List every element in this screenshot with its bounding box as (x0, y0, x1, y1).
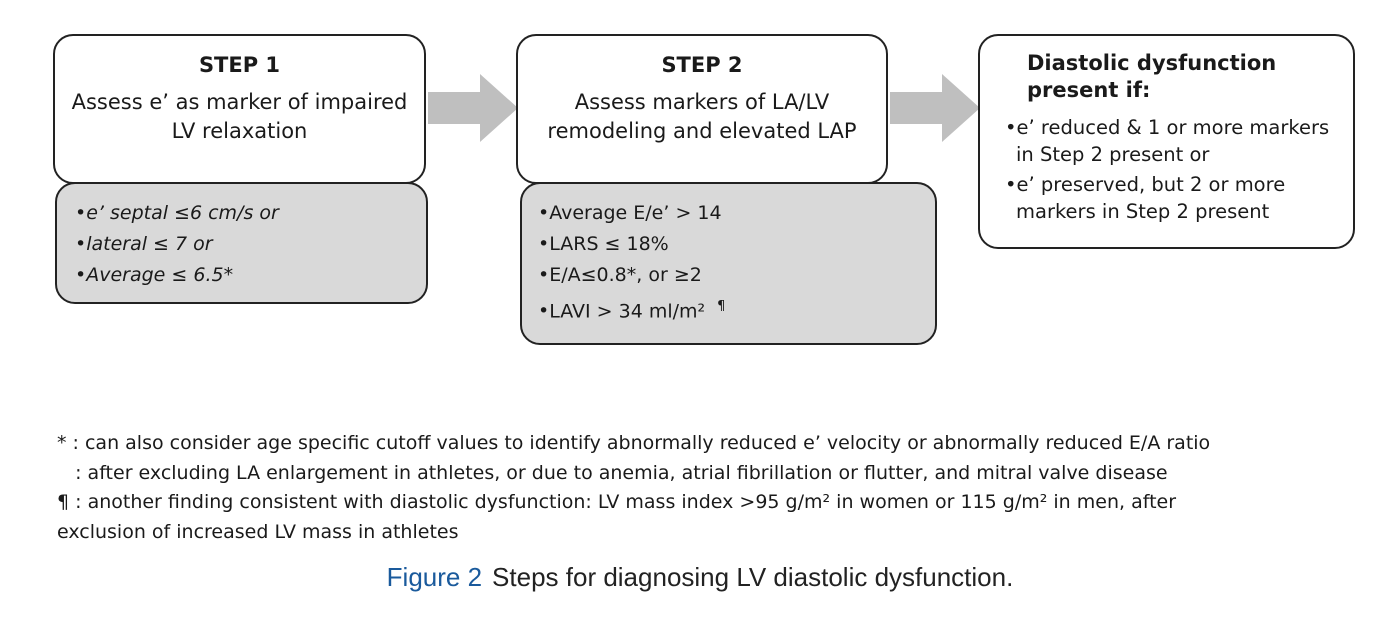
step2-text: Assess markers of LA/LV remodeling and e… (547, 90, 857, 143)
step1-box: STEP 1 Assess e’ as marker of impaired L… (53, 34, 426, 184)
step1-criterion: lateral ≤ 7 or (75, 229, 426, 260)
step2-criteria-list: Average E/e’ > 14 LARS ≤ 18% E/A≤0.8*, o… (538, 198, 935, 327)
footnote-pilcrow: ¶ : another finding consistent with dias… (57, 491, 1177, 543)
step1-text: Assess e’ as marker of impaired LV relax… (71, 90, 408, 143)
result-item: e’ preserved, but 2 or more markers in S… (1005, 171, 1335, 225)
step1-criterion: e’ septal ≤6 cm/s or (75, 198, 426, 229)
result-list: e’ reduced & 1 or more markers in Step 2… (1005, 114, 1335, 225)
step2-criterion: E/A≤0.8*, or ≥2 (538, 260, 935, 291)
pilcrow-mark: ¶ (717, 299, 726, 314)
footnote-exclusion: : after excluding LA enlargement in athl… (57, 461, 1168, 484)
step2-criterion: LAVI > 34 ml/m² (549, 300, 706, 323)
step1-criteria-list: e’ septal ≤6 cm/s or lateral ≤ 7 or Aver… (75, 198, 426, 291)
result-item: e’ reduced & 1 or more markers in Step 2… (1005, 114, 1335, 168)
arrow-right-icon (890, 74, 980, 142)
step1-criteria-box: e’ septal ≤6 cm/s or lateral ≤ 7 or Aver… (55, 182, 428, 304)
step2-criterion: LARS ≤ 18% (538, 229, 935, 260)
step1-criterion: Average ≤ 6.5* (75, 260, 426, 291)
arrow-right-icon (428, 74, 518, 142)
figure-caption-text: Steps for diagnosing LV diastolic dysfun… (492, 562, 1014, 592)
figure-label: Figure 2 (386, 562, 483, 592)
footnote-asterisk: * : can also consider age specific cutof… (57, 432, 1211, 454)
step2-criterion: Average E/e’ > 14 (538, 198, 935, 229)
result-box: Diastolic dysfunction present if: e’ red… (978, 34, 1355, 249)
footnotes: * : can also consider age specific cutof… (57, 429, 1317, 547)
step2-title: STEP 2 (661, 53, 743, 77)
step2-criterion-lavi: LAVI > 34 ml/m² ¶ (538, 291, 935, 327)
step1-title: STEP 1 (198, 53, 281, 77)
result-title: Diastolic dysfunction present if: (1027, 51, 1277, 102)
step2-criteria-box: Average E/e’ > 14 LARS ≤ 18% E/A≤0.8*, o… (520, 182, 937, 345)
figure-caption: Figure 2 Steps for diagnosing LV diastoli… (0, 562, 1376, 593)
step2-box: STEP 2 Assess markers of LA/LV remodelin… (516, 34, 888, 184)
